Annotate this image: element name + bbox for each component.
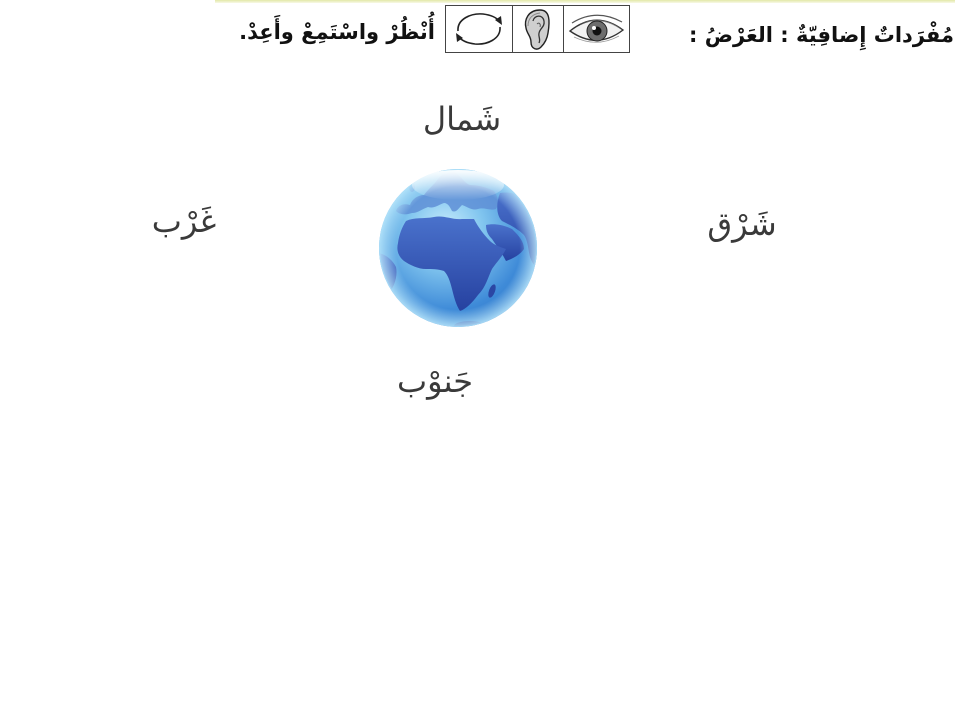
direction-south: جَنوْب [396,362,474,400]
globe-icon [379,169,537,327]
activity-icon-box [445,5,630,53]
repeat-cell [446,6,513,52]
globe-glare [412,170,504,200]
globe-rim-glow [379,169,537,327]
ear-icon [524,9,550,50]
eye-icon [568,14,625,43]
instruction-text: أُنْظُرْ واسْتَمِعْ وأَعِدْ. [239,20,435,44]
direction-west: غَرْب [151,202,217,240]
direction-north: شَمال [422,100,502,138]
ear-cell [513,6,564,52]
header-top-strip [215,0,955,3]
direction-east: شَرْق [707,205,777,243]
section-title: مُفْرَداتٌ إِضافِيّةٌ : العَرْضُ : [689,23,954,47]
eye-cell [564,6,629,52]
repeat-icon [456,13,502,45]
